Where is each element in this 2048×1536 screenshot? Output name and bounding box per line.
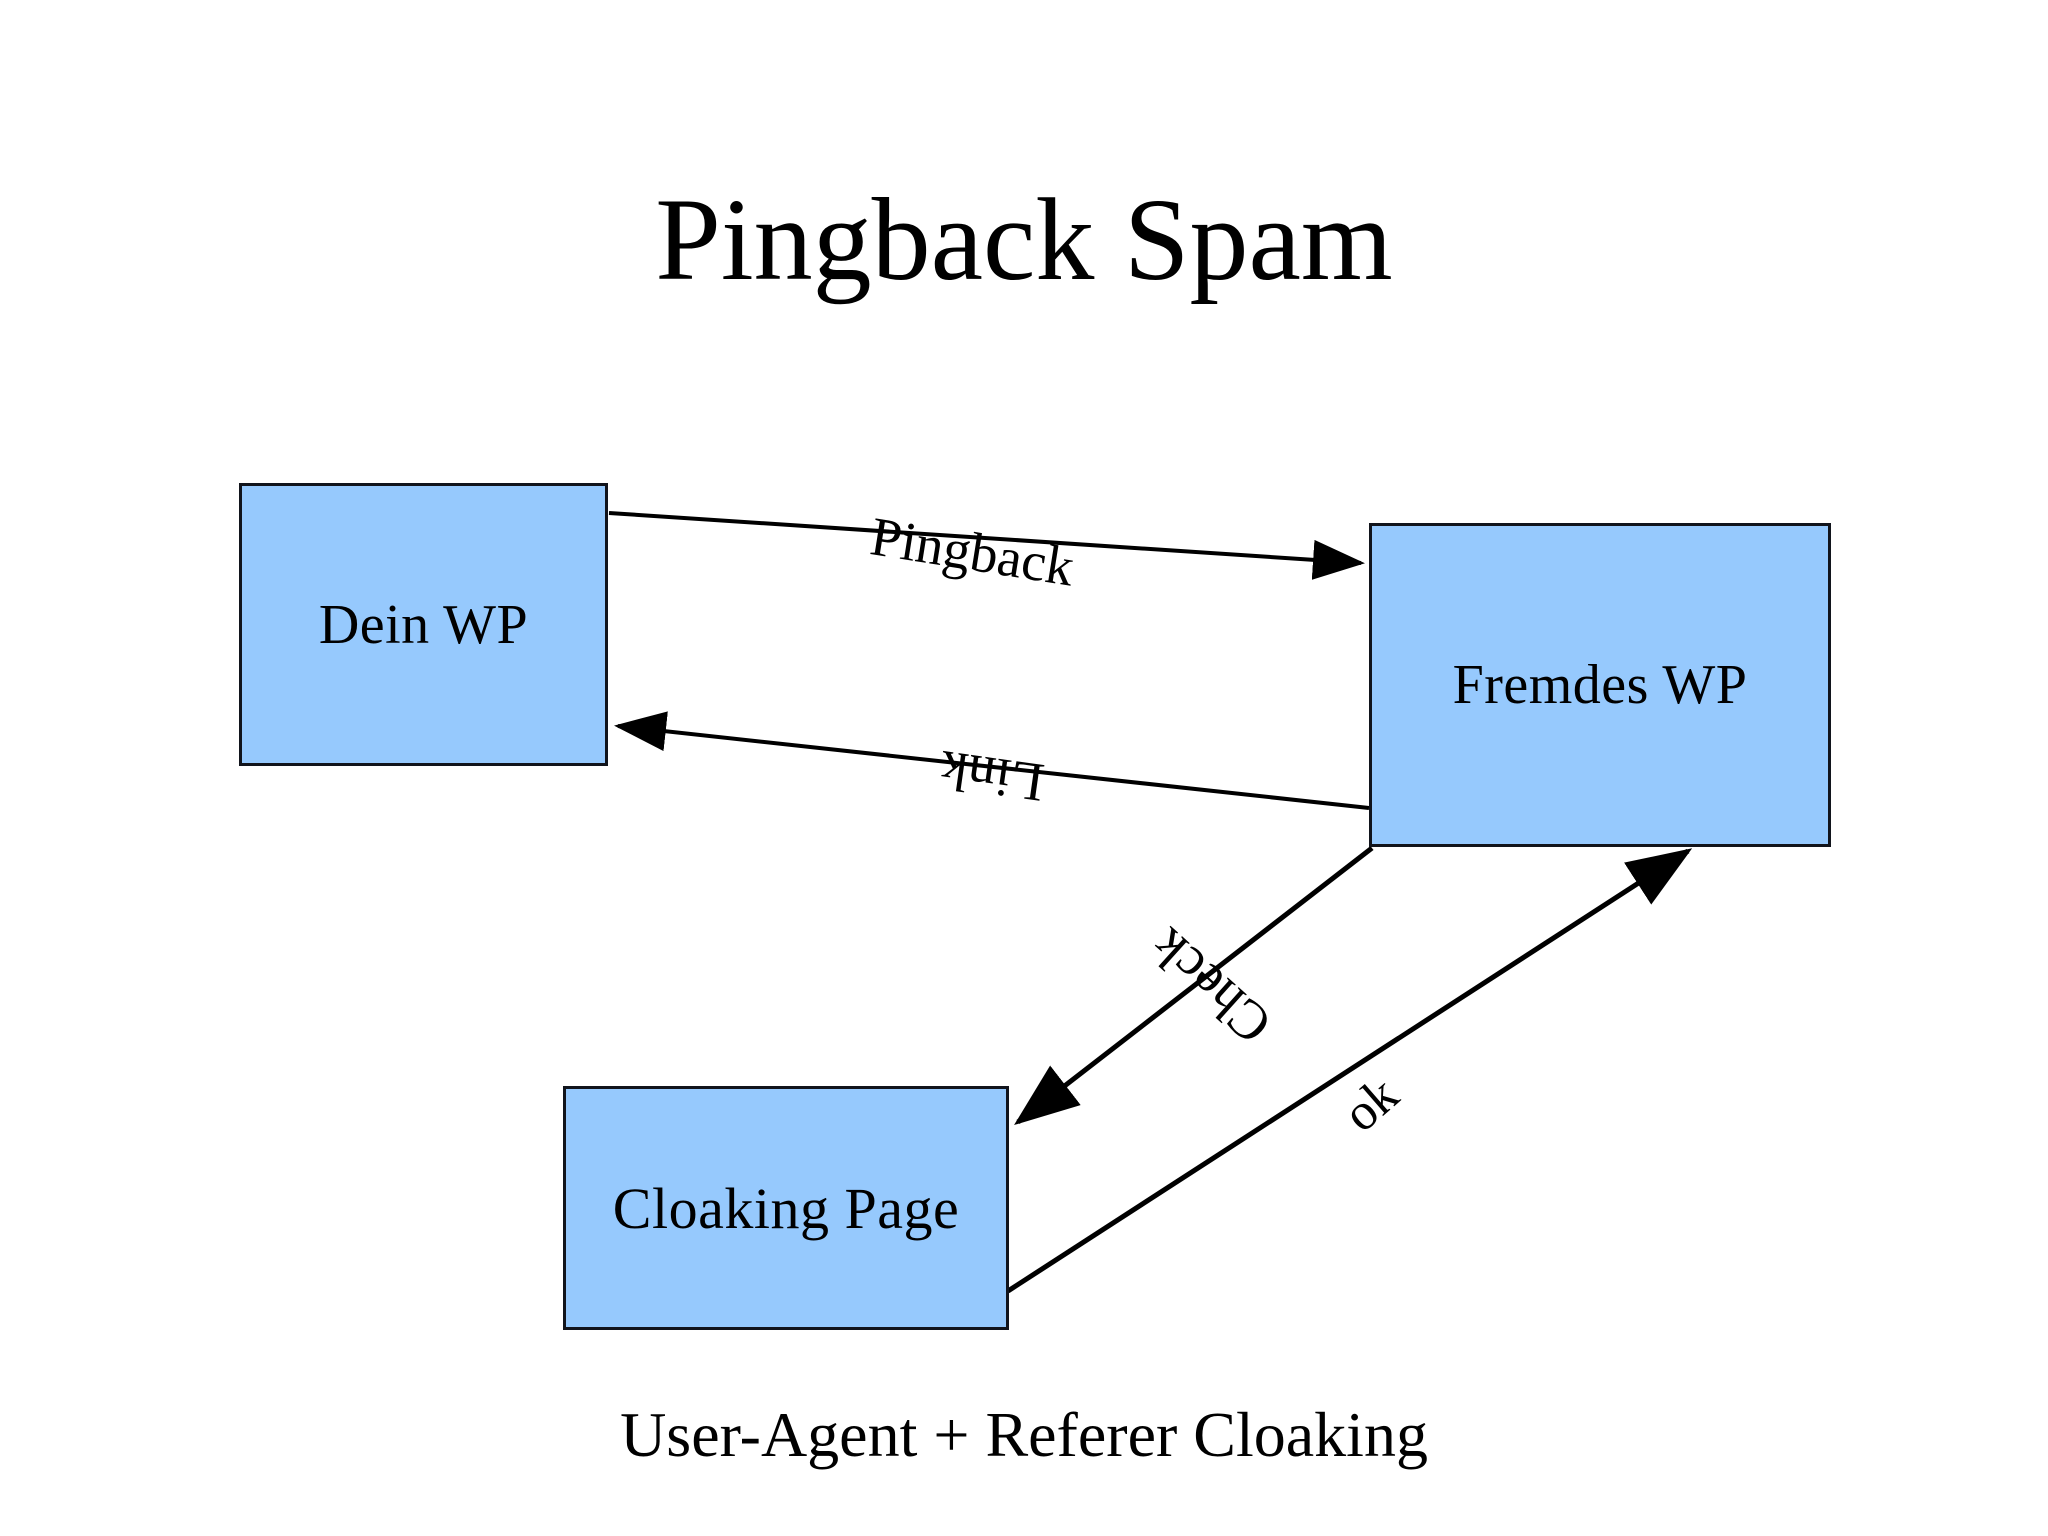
node-fremdes-wp-label: Fremdes WP [1452,654,1748,716]
edge-ok-line [1006,848,1693,1294]
node-cloaking-page[interactable]: Cloaking Page [563,1086,1009,1330]
slide-caption: User-Agent + Referer Cloaking [620,1399,1428,1470]
edge-label-check: Check [1137,916,1283,1057]
edge-label-ok: ok [1332,1065,1410,1144]
edge-label-pingback: Pingback [866,505,1079,598]
node-dein-wp-label: Dein WP [318,593,529,656]
edge-label-link: Link [936,739,1048,814]
node-fremdes-wp[interactable]: Fremdes WP [1369,523,1831,847]
node-dein-wp[interactable]: Dein WP [239,483,608,766]
node-cloaking-page-label: Cloaking Page [612,1175,960,1241]
page-title: Pingback Spam [655,174,1393,305]
